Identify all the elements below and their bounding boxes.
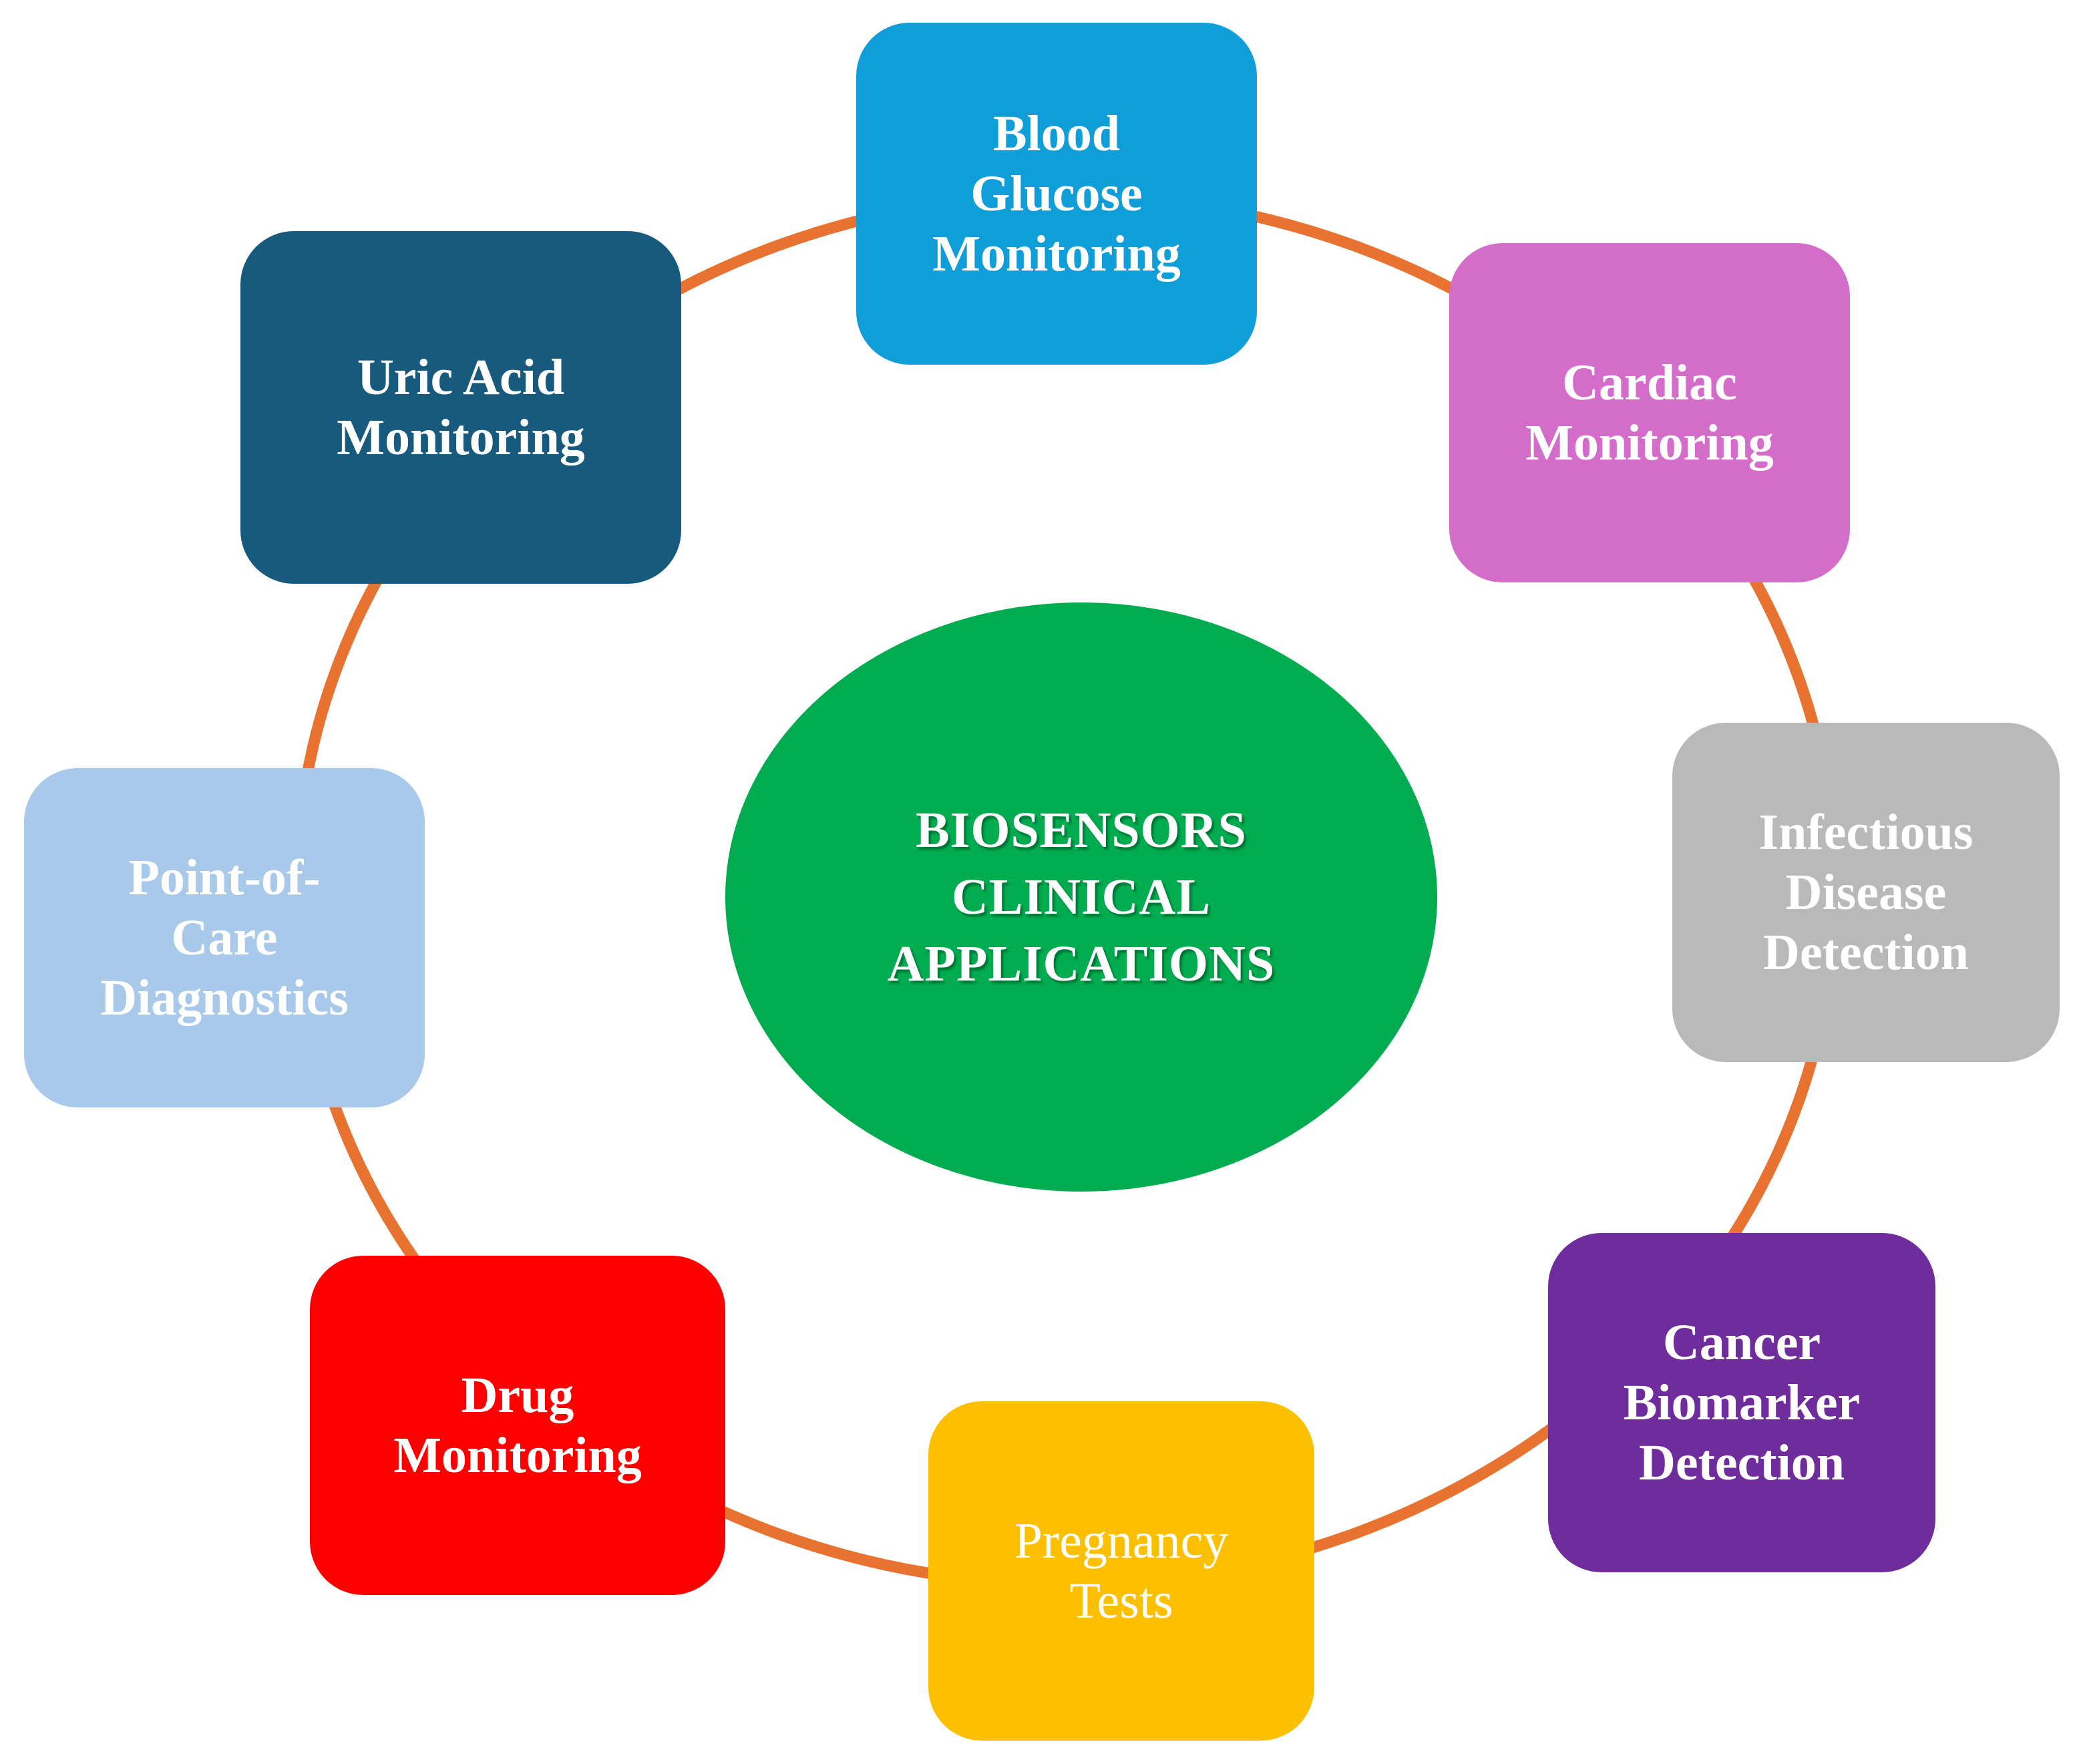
- node-pregnancy-tests: Pregnancy Tests: [928, 1401, 1314, 1741]
- node-label: Blood Glucose Monitoring: [932, 106, 1181, 282]
- node-label: Pregnancy Tests: [1014, 1513, 1229, 1629]
- node-drug-monitoring: Drug Monitoring: [310, 1256, 725, 1595]
- node-label: Uric Acid Monitoring: [337, 349, 585, 466]
- center-circle: BIOSENSORS CLINICAL APPLICATIONS: [725, 602, 1437, 1192]
- node-cardiac-monitoring: Cardiac Monitoring: [1449, 243, 1850, 582]
- node-uric-acid-monitoring: Uric Acid Monitoring: [240, 231, 681, 584]
- node-label: Point-of- Care Diagnostics: [100, 850, 349, 1026]
- node-cancer-biomarker-detection: Cancer Biomarker Detection: [1548, 1233, 1935, 1572]
- node-infectious-disease-detection: Infectious Disease Detection: [1672, 723, 2060, 1062]
- node-blood-glucose-monitoring: Blood Glucose Monitoring: [856, 23, 1257, 365]
- node-label: Cancer Biomarker Detection: [1623, 1314, 1861, 1491]
- node-label: Drug Monitoring: [393, 1367, 642, 1483]
- node-label: Infectious Disease Detection: [1758, 804, 1973, 981]
- node-label: Cardiac Monitoring: [1525, 355, 1774, 471]
- center-title: BIOSENSORS CLINICAL APPLICATIONS: [887, 802, 1276, 992]
- node-point-of-care-diagnostics: Point-of- Care Diagnostics: [24, 768, 425, 1107]
